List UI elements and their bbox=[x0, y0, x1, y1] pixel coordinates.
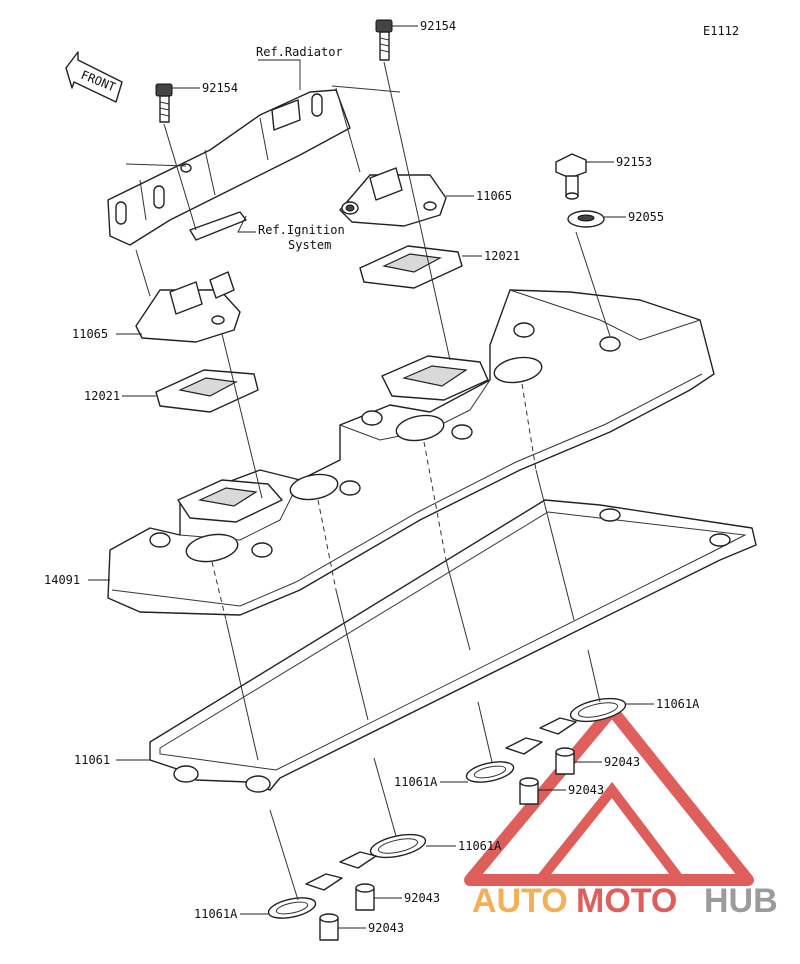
logo-text-hub: HUB bbox=[704, 882, 778, 920]
washer-92055 bbox=[567, 210, 605, 228]
callout-ref-ignition: Ref.Ignition bbox=[258, 223, 345, 237]
callout-11065-right: 11065 bbox=[476, 189, 512, 203]
callout-14091: 14091 bbox=[44, 573, 80, 587]
front-arrow-icon: FRONT bbox=[65, 51, 123, 103]
callout-11061a-right-mid: 11061A bbox=[394, 775, 438, 789]
callout-ref-radiator: Ref.Radiator bbox=[256, 45, 343, 59]
callout-92043-left-2: 92043 bbox=[368, 921, 404, 935]
callout-11065-left: 11065 bbox=[72, 327, 108, 341]
diagram-code: E1112 bbox=[703, 24, 739, 38]
plug-gaskets-left bbox=[267, 833, 427, 941]
callout-11061a-left-bottom: 11061A bbox=[194, 907, 238, 921]
logo-text-auto: AUTO bbox=[472, 882, 568, 920]
cylinder-head-cover bbox=[107, 289, 715, 616]
logo-text-moto: MOTO bbox=[576, 882, 677, 920]
callout-labels: 92154 92154 Ref.Radiator 92153 11065 920… bbox=[44, 19, 700, 935]
radiator-bracket bbox=[107, 89, 351, 246]
callout-92043-left-1: 92043 bbox=[404, 891, 440, 905]
callout-12021-right: 12021 bbox=[484, 249, 520, 263]
assembly-lines bbox=[125, 61, 611, 901]
bolt-92154-left bbox=[155, 83, 173, 123]
callout-92043-right-2: 92043 bbox=[568, 783, 604, 797]
plug-gaskets-right bbox=[465, 697, 627, 805]
logo-triangle-icon bbox=[464, 704, 754, 886]
head-cover-gasket bbox=[149, 499, 757, 793]
callout-92153: 92153 bbox=[616, 155, 652, 169]
callout-11061a-left-top: 11061A bbox=[458, 839, 502, 853]
breather-cover-right bbox=[339, 167, 447, 227]
bolt-92153 bbox=[555, 153, 587, 200]
callout-12021-left: 12021 bbox=[84, 389, 120, 403]
plate-right bbox=[359, 245, 463, 289]
callout-92055: 92055 bbox=[628, 210, 664, 224]
callout-11061a-right-top: 11061A bbox=[656, 697, 700, 711]
plate-left bbox=[155, 369, 259, 413]
bolt-92154-top bbox=[375, 19, 393, 61]
callout-92154-top: 92154 bbox=[420, 19, 456, 33]
callout-ref-ignition-system: System bbox=[288, 238, 331, 252]
logo-inner-triangle-icon bbox=[536, 781, 684, 884]
leader-lines bbox=[88, 25, 654, 929]
callout-92154-left: 92154 bbox=[202, 81, 238, 95]
watermark-logo: AUTO MOTO HUB bbox=[464, 704, 778, 920]
callout-92043-right-1: 92043 bbox=[604, 755, 640, 769]
callout-11061: 11061 bbox=[74, 753, 110, 767]
breather-cover-left bbox=[135, 271, 241, 343]
